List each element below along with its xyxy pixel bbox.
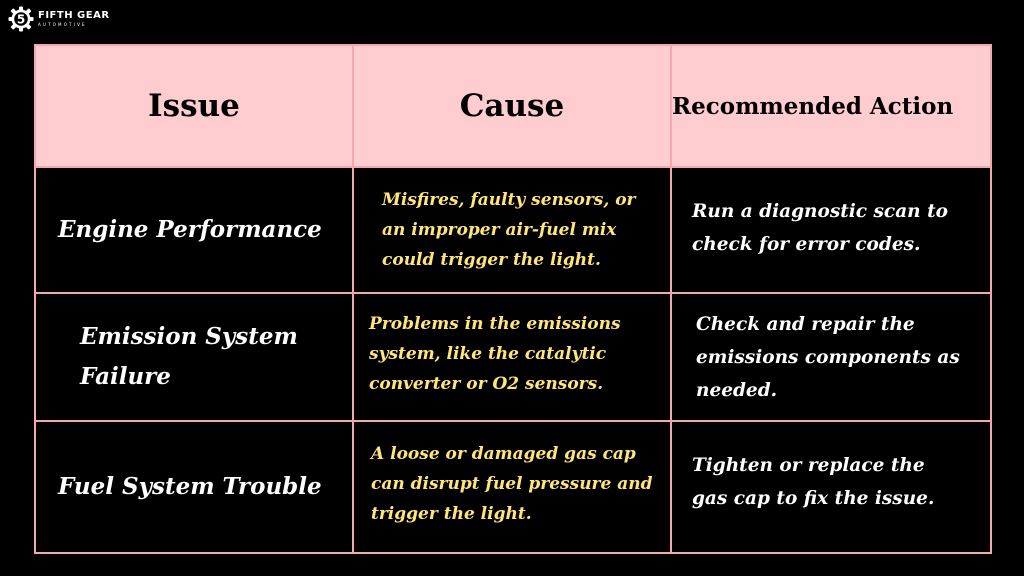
brand-name: FIFTH GEAR [38,10,110,21]
issue-cell: Engine Performance [34,166,354,294]
table-header-row: Issue Cause Recommended Action [34,44,992,168]
table-row: Engine Performance Misfires, faulty sens… [34,166,992,294]
action-cell: Check and repair the emissions component… [670,292,992,422]
issue-cell: Fuel System Trouble [34,420,354,554]
brand-logo: 5 FIFTH GEAR AUTOMOTIVE [8,6,110,32]
header-cause: Cause [352,44,672,168]
issue-cell: Emission System Failure [34,292,354,422]
brand-subtitle: AUTOMOTIVE [38,22,87,27]
header-recommended-action: Recommended Action [670,44,992,168]
diagnostic-table: Issue Cause Recommended Action Engine Pe… [34,44,992,554]
badge-number: 5 [17,13,25,27]
header-issue: Issue [34,44,354,168]
cause-cell: Misfires, faulty sensors, or an improper… [352,166,672,294]
gear-badge-graphic: 5 [8,6,34,32]
cause-cell: A loose or damaged gas cap can disrupt f… [352,420,672,554]
action-cell: Run a diagnostic scan to check for error… [670,166,992,294]
brand-text: FIFTH GEAR AUTOMOTIVE [38,11,110,27]
table-row: Fuel System Trouble A loose or damaged g… [34,420,992,554]
gear-icon: 5 [8,6,34,32]
cause-cell: Problems in the emissions system, like t… [352,292,672,422]
action-cell: Tighten or replace the gas cap to fix th… [670,420,992,554]
table-row: Emission System Failure Problems in the … [34,292,992,422]
